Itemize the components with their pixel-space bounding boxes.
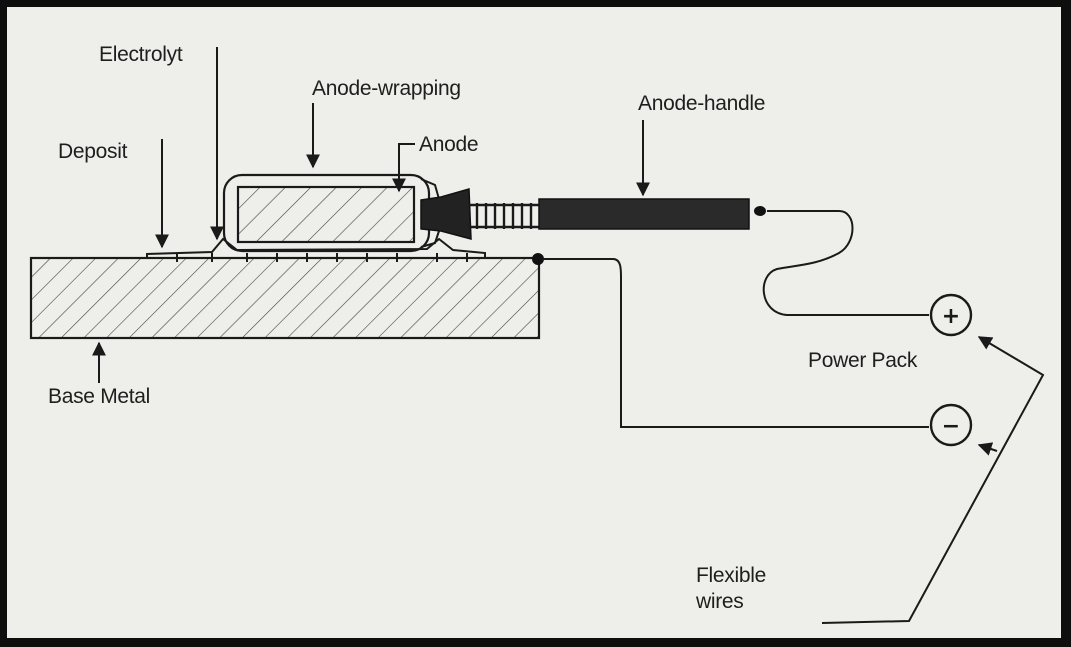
flexible-wires-leader [821, 336, 1045, 624]
anode-shape [236, 185, 416, 244]
deposit-label: Deposit [58, 140, 128, 163]
power-pack-label: Power Pack [808, 349, 918, 372]
electroplating-diagram: + − [29, 47, 1045, 624]
spring-coil [469, 203, 541, 229]
handle-wire-end [754, 206, 766, 216]
positive-symbol: + [942, 304, 960, 329]
anode-wrapping-label: Anode-wrapping [312, 77, 461, 100]
deposit-layer [146, 237, 486, 262]
anode-label: Anode [419, 133, 479, 156]
base-metal-label: Base Metal [48, 385, 151, 408]
diagram-frame: + − Electrolyt Anode-wrapping [7, 7, 1061, 638]
anode-handle-shape [538, 198, 750, 230]
negative-terminal: − [929, 403, 973, 447]
positive-wire [762, 210, 929, 316]
base-metal-contact [532, 253, 544, 265]
electrolyte-label: Electrolyt [99, 43, 183, 66]
anode-handle-label: Anode-handle [638, 92, 766, 115]
label-leaders [92, 47, 650, 383]
anode-connector [420, 188, 472, 240]
negative-wire [543, 258, 929, 428]
base-metal-block [29, 256, 541, 340]
flexible-wires-label-line2: wires [696, 590, 744, 613]
negative-symbol: − [942, 414, 960, 439]
positive-terminal: + [929, 293, 973, 337]
flexible-wires-label-line1: Flexible [696, 564, 766, 587]
